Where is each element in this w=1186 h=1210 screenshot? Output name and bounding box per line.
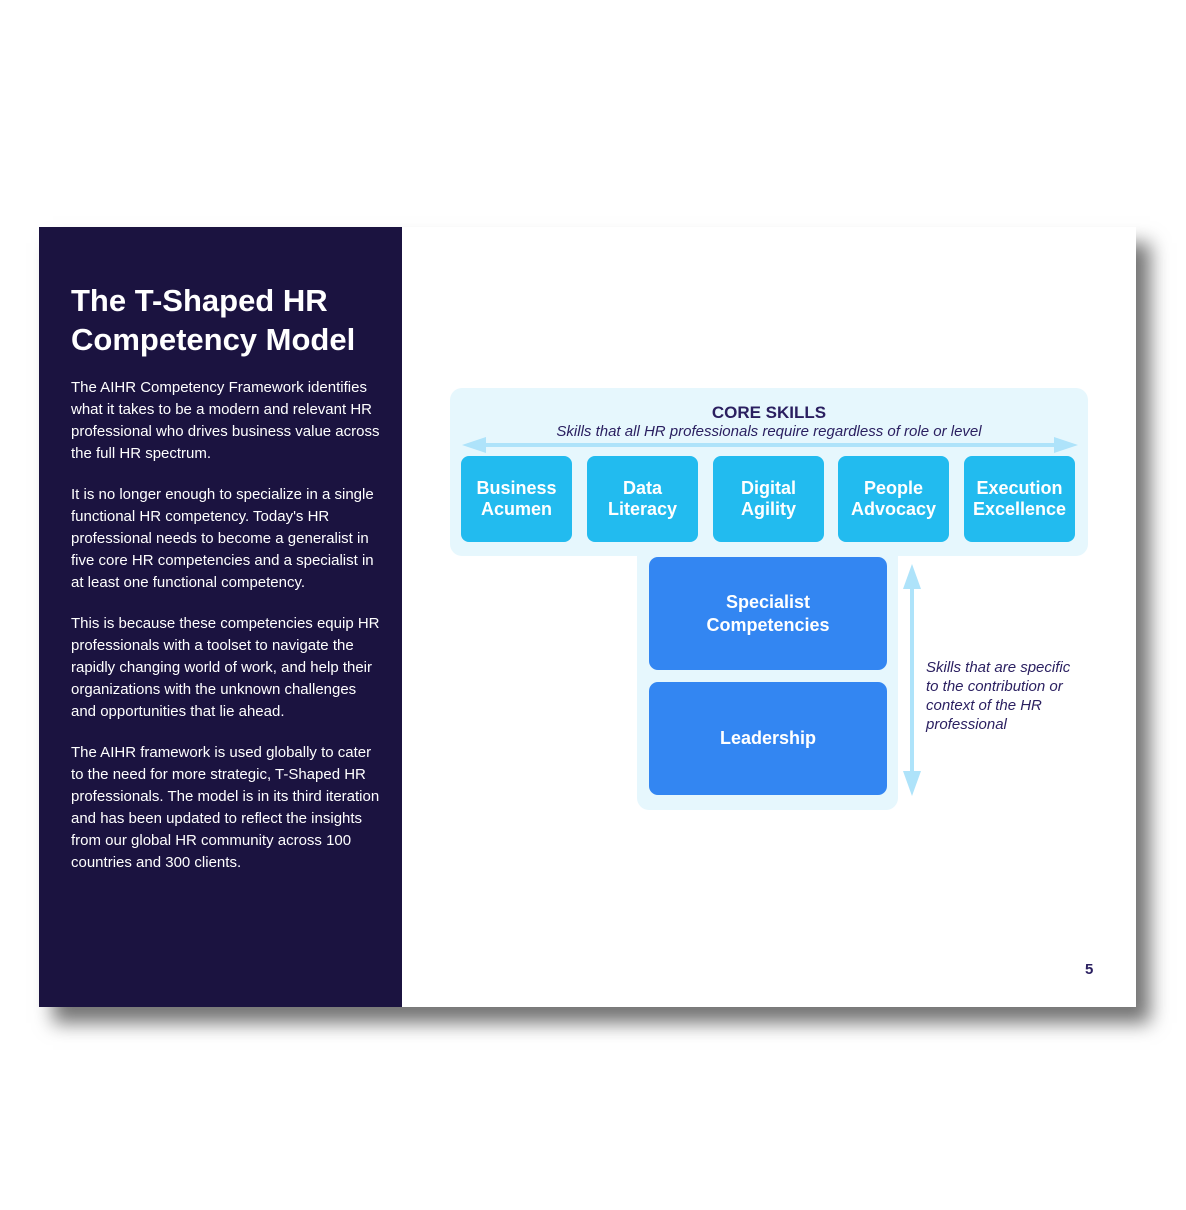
page-number: 5: [1085, 961, 1094, 978]
leadership-box: Leadership: [649, 682, 887, 795]
core-skill-execution-excellence: Execution Excellence: [964, 456, 1075, 542]
side-note: Skills that are specific to the contribu…: [926, 659, 1071, 733]
paragraph: It is no longer enough to specialize in …: [71, 486, 374, 591]
paragraph: This is because these competencies equip…: [71, 615, 380, 720]
body-text: The AIHR Competency Framework identifies…: [71, 377, 382, 874]
vertical-double-arrow-icon: [903, 564, 921, 796]
core-skills-header: CORE SKILLS Skills that all HR professio…: [450, 403, 1088, 440]
specialist-competencies-box: Specialist Competencies: [649, 557, 887, 670]
horizontal-double-arrow-icon: [462, 437, 1078, 453]
core-skill-digital-agility: Digital Agility: [713, 456, 824, 542]
core-skills-subtitle: Skills that all HR professionals require…: [556, 423, 982, 440]
paragraph: The AIHR framework is used globally to c…: [71, 744, 380, 871]
page-title: The T-Shaped HR Competency Model: [71, 283, 356, 357]
sidebar-panel: The T-Shaped HR Competency Model The AIH…: [39, 227, 402, 1007]
core-skill-people-advocacy: People Advocacy: [838, 456, 949, 542]
paragraph: The AIHR Competency Framework identifies…: [71, 379, 380, 462]
core-skills-title: CORE SKILLS: [711, 403, 827, 422]
core-skill-business-acumen: Business Acumen: [461, 456, 572, 542]
page-card: The T-Shaped HR Competency Model The AIH…: [39, 227, 1136, 1007]
core-skill-data-literacy: Data Literacy: [587, 456, 698, 542]
